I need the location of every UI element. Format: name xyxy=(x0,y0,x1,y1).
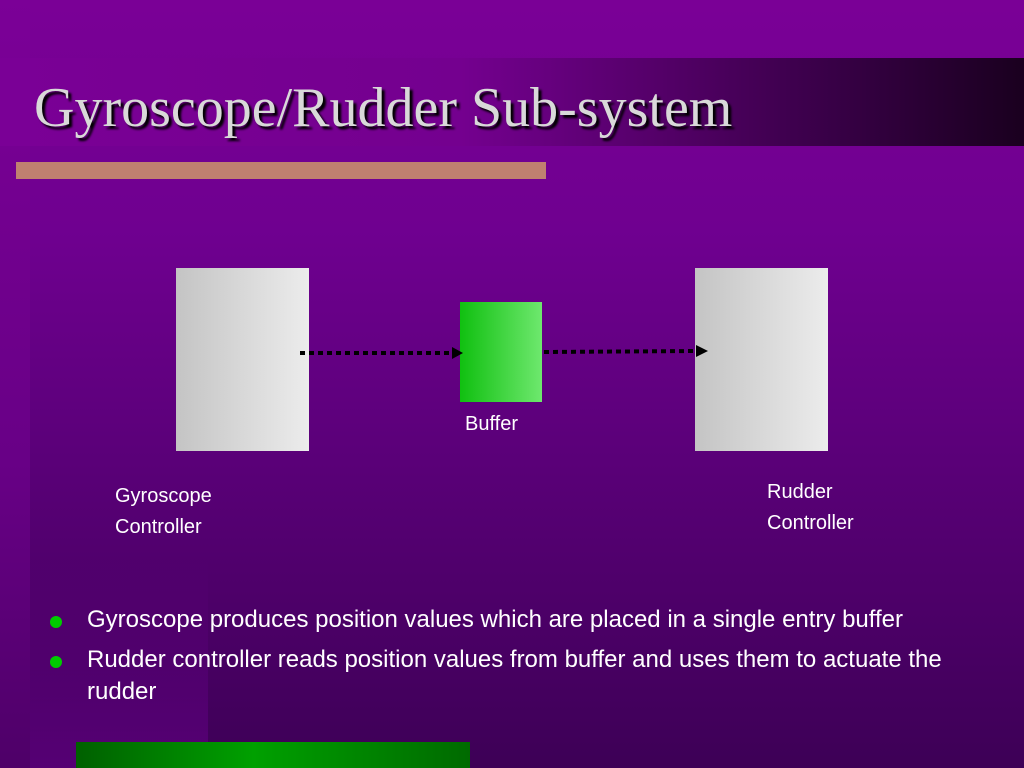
rudder-controller-label: Rudder Controller xyxy=(767,477,854,539)
gyroscope-label-line2: Controller xyxy=(115,516,202,538)
rudder-controller-box xyxy=(695,268,828,451)
buffer-to-rudder-arrow xyxy=(543,345,708,357)
bullet-text: Rudder controller reads position values … xyxy=(87,646,942,705)
bottom-decorative-bar xyxy=(76,742,470,768)
title-band xyxy=(0,58,1024,146)
bullet-dot-icon xyxy=(50,656,62,668)
bullet-dot-icon xyxy=(50,616,62,628)
gyroscope-label-line1: Gyroscope xyxy=(115,485,212,507)
bullet-item: Gyroscope produces position values which… xyxy=(48,604,988,636)
rudder-label-line1: Rudder xyxy=(767,481,833,503)
buffer-box xyxy=(460,302,542,402)
slide-title: Gyroscope/Rudder Sub-system xyxy=(34,77,733,139)
gyroscope-controller-box xyxy=(176,268,309,451)
gyroscope-to-buffer-arrow xyxy=(300,347,463,359)
title-underline-bar xyxy=(16,162,546,179)
bullet-text: Gyroscope produces position values which… xyxy=(87,606,904,633)
rudder-label-line2: Controller xyxy=(767,512,854,534)
bullet-list: Gyroscope produces position values which… xyxy=(48,604,988,716)
gyroscope-controller-label: Gyroscope Controller xyxy=(115,481,212,543)
buffer-label: Buffer xyxy=(465,413,518,435)
bullet-item: Rudder controller reads position values … xyxy=(48,644,988,708)
